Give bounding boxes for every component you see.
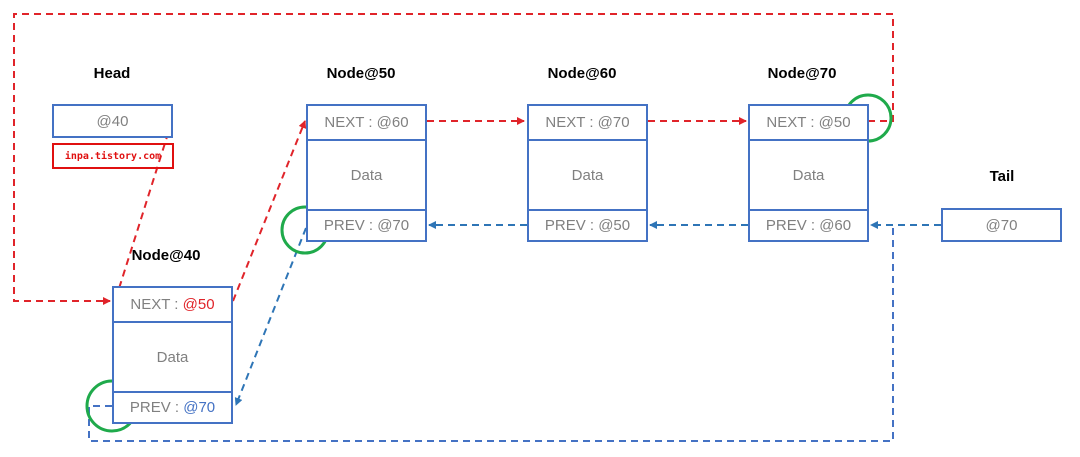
node70-prev-field: PREV : @60 (750, 209, 867, 240)
node50-next-field: NEXT : @60 (324, 114, 409, 131)
node50-data-field: Data (308, 139, 425, 209)
head-title: Head (93, 65, 131, 82)
head-pointer-box: @40 (52, 104, 173, 138)
tail-title: Tail (989, 168, 1015, 185)
node60-prev-field: PREV : @50 (529, 209, 646, 240)
node70-data-field: Data (750, 139, 867, 209)
tail-value: @70 (985, 216, 1018, 234)
node40-next-field: NEXT : @50 (114, 288, 231, 321)
node40-title: Node@40 (131, 247, 201, 264)
node50-prev-arrow (234, 227, 307, 406)
node40-box: NEXT : @50 Data PREV : @70 (112, 286, 233, 424)
node40-prev-address: @70 (183, 399, 216, 416)
node70-box: NEXT : @50 Data PREV : @60 (748, 104, 869, 242)
node60-title: Node@60 (547, 65, 617, 82)
node40-prev-field: PREV : @70 (114, 391, 231, 422)
head-value: @40 (96, 112, 129, 130)
node40-next-address: @50 (182, 296, 215, 313)
circular-next-loop (13, 13, 894, 305)
node40-next-prefix: NEXT : (130, 296, 183, 313)
node60-data-field: Data (529, 139, 646, 209)
node60-box: NEXT : @70 Data PREV : @50 (527, 104, 648, 242)
node50-title: Node@50 (326, 65, 396, 82)
head-to-node40-arrow (114, 120, 173, 299)
node40-data-field: Data (114, 321, 231, 391)
node70-title: Node@70 (767, 65, 837, 82)
node70-next-field: NEXT : @50 (766, 114, 851, 131)
circular-prev-loop (88, 225, 894, 442)
node60-next-field: NEXT : @70 (545, 114, 630, 131)
node50-box: NEXT : @60 Data PREV : @70 (306, 104, 427, 242)
node40-next-arrow (232, 120, 307, 302)
node40-prev-prefix: PREV : (129, 399, 184, 416)
node50-prev-field: PREV : @70 (308, 209, 425, 240)
tail-pointer-box: @70 (941, 208, 1062, 242)
watermark-label: inpa.tistory.com (52, 143, 174, 169)
